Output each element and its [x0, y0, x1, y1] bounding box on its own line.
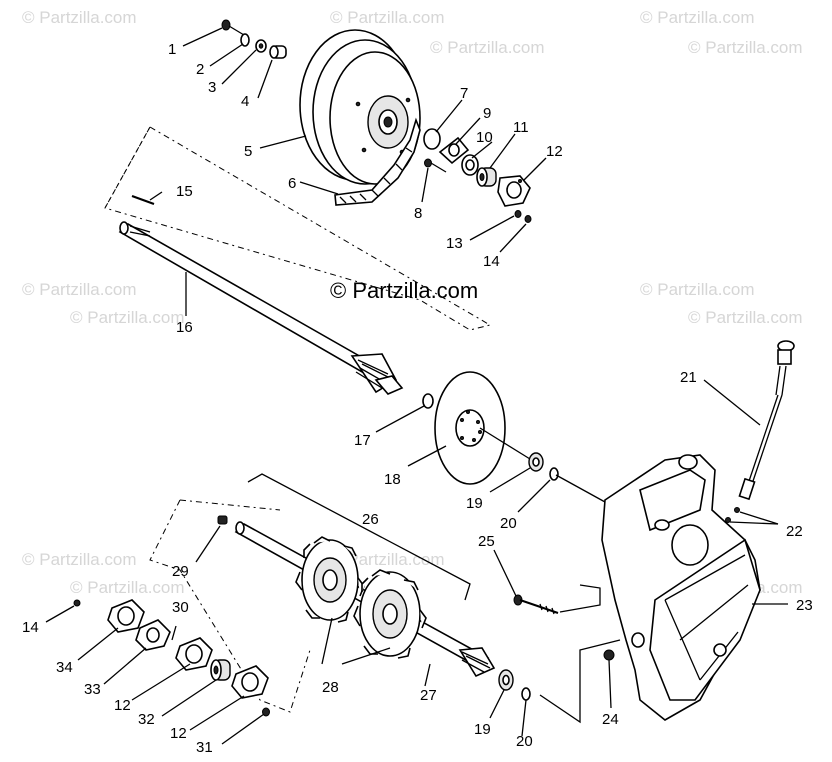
leader-lines	[45, 27, 788, 745]
watermark-top-center: © Partzilla.com	[330, 8, 445, 27]
callout-14-lower: 14	[22, 619, 39, 636]
callout-17: 17	[354, 432, 371, 449]
seal-part-33[interactable]	[135, 619, 171, 651]
callout-12-top: 12	[546, 143, 563, 160]
callout-26: 26	[362, 511, 379, 528]
callout-27: 27	[420, 687, 437, 704]
watermark-mid-right-2: © Partzilla.com	[688, 308, 803, 327]
watermark-top-right: © Partzilla.com	[640, 8, 755, 27]
oring-part-17[interactable]	[422, 393, 434, 409]
dipstick-part-21[interactable]	[738, 340, 795, 501]
chaincase-part-23[interactable]	[601, 454, 761, 721]
watermark-low-left-2: © Partzilla.com	[70, 578, 185, 597]
bolt-part-25[interactable]	[513, 594, 559, 615]
callout-24: 24	[602, 711, 619, 728]
bolt-part-31[interactable]	[262, 707, 270, 717]
bolt-part-29[interactable]	[217, 515, 228, 525]
spacer-part-4[interactable]	[269, 45, 287, 59]
callout-13: 13	[446, 235, 463, 252]
callout-34: 34	[56, 659, 73, 676]
callout-10: 10	[476, 129, 493, 146]
watermark-mid-left: © Partzilla.com	[22, 280, 137, 299]
callout-7: 7	[460, 85, 468, 102]
plate-part-9[interactable]	[438, 136, 470, 165]
watermark-mid-right: © Partzilla.com	[640, 280, 755, 299]
callout-22: 22	[786, 523, 803, 540]
bearing-part-32[interactable]	[210, 659, 231, 681]
callout-21: 21	[680, 369, 697, 386]
seal-part-19-lower[interactable]	[498, 669, 514, 691]
callout-31: 31	[196, 739, 213, 756]
callout-8: 8	[414, 205, 422, 222]
watermark-top-center-2: © Partzilla.com	[430, 38, 545, 57]
pin-part-15[interactable]	[131, 194, 155, 206]
nut-part-14-lower[interactable]	[73, 599, 81, 607]
callout-33: 33	[84, 681, 101, 698]
callout-11: 11	[513, 119, 529, 136]
callout-30: 30	[172, 599, 189, 616]
callout-6: 6	[288, 175, 296, 192]
seal-part-19-upper[interactable]	[528, 452, 544, 472]
callout-5: 5	[244, 143, 252, 160]
callout-12-lower-b: 12	[170, 725, 187, 742]
callout-16: 16	[176, 319, 193, 336]
flange-part-34[interactable]	[107, 599, 145, 633]
callout-23: 23	[796, 597, 813, 614]
nut-part-13[interactable]	[514, 210, 522, 218]
flange-part-12-lower-a[interactable]	[175, 637, 213, 671]
bolt-part-8[interactable]	[424, 158, 447, 173]
jackshaft-part-16[interactable]	[118, 221, 404, 395]
screw-part-22[interactable]	[725, 507, 740, 523]
callout-3: 3	[208, 79, 216, 96]
callout-32: 32	[138, 711, 155, 728]
drive-sprocket-part-28-left[interactable]	[295, 536, 365, 623]
drive-sprocket-part-28-right[interactable]	[353, 569, 427, 659]
nut-part-24[interactable]	[603, 649, 615, 661]
callout-labels: 1 2 3 4 5 6 7 8 9 10 11 12 13 14 15 16 1…	[22, 41, 813, 756]
callout-19-upper: 19	[466, 495, 483, 512]
callout-28: 28	[322, 679, 339, 696]
watermark-low-left: © Partzilla.com	[22, 550, 137, 569]
top-assembly-outline	[104, 126, 492, 331]
nut-part-14-top[interactable]	[524, 215, 532, 223]
callout-20-lower: 20	[516, 733, 533, 750]
flange-part-12-lower-b[interactable]	[231, 665, 269, 699]
watermark-top-right-2: © Partzilla.com	[688, 38, 803, 57]
callout-15: 15	[176, 183, 193, 200]
drive-chain-part-6[interactable]	[334, 117, 421, 206]
callout-9: 9	[483, 105, 491, 122]
watermark-top-left: © Partzilla.com	[22, 8, 137, 27]
callout-20-upper: 20	[500, 515, 517, 532]
callout-1: 1	[168, 41, 176, 58]
bracket-line-26	[247, 473, 471, 601]
callout-14-top: 14	[483, 253, 500, 270]
callout-19-lower: 19	[474, 721, 491, 738]
top-outline-edge	[104, 126, 151, 209]
callout-12-lower-a: 12	[114, 697, 131, 714]
bearing-part-11[interactable]	[476, 167, 497, 187]
callout-25: 25	[478, 533, 495, 550]
driven-sprocket-part-5[interactable]	[299, 29, 421, 185]
leader-to-case	[555, 474, 606, 503]
callout-2: 2	[196, 61, 204, 78]
oring-part-20-upper[interactable]	[549, 467, 559, 481]
seal-part-10[interactable]	[461, 154, 479, 176]
watermark-mid-left-2: © Partzilla.com	[70, 308, 185, 327]
bottom-outline-top	[179, 499, 281, 511]
oring-part-20-lower[interactable]	[521, 687, 531, 701]
callout-29: 29	[172, 563, 189, 580]
washer-part-2[interactable]	[240, 33, 250, 47]
callout-18: 18	[384, 471, 401, 488]
flange-part-12-top[interactable]	[497, 175, 531, 207]
washer-part-7[interactable]	[423, 128, 441, 150]
bolt-path-line	[559, 584, 601, 613]
bolt-part-1[interactable]	[221, 19, 245, 36]
lower-shaft-path-line	[539, 639, 621, 724]
callout-4: 4	[241, 93, 249, 110]
watermark-center: © Partzilla.com	[330, 278, 479, 303]
brake-disc-part-18[interactable]	[434, 371, 531, 485]
